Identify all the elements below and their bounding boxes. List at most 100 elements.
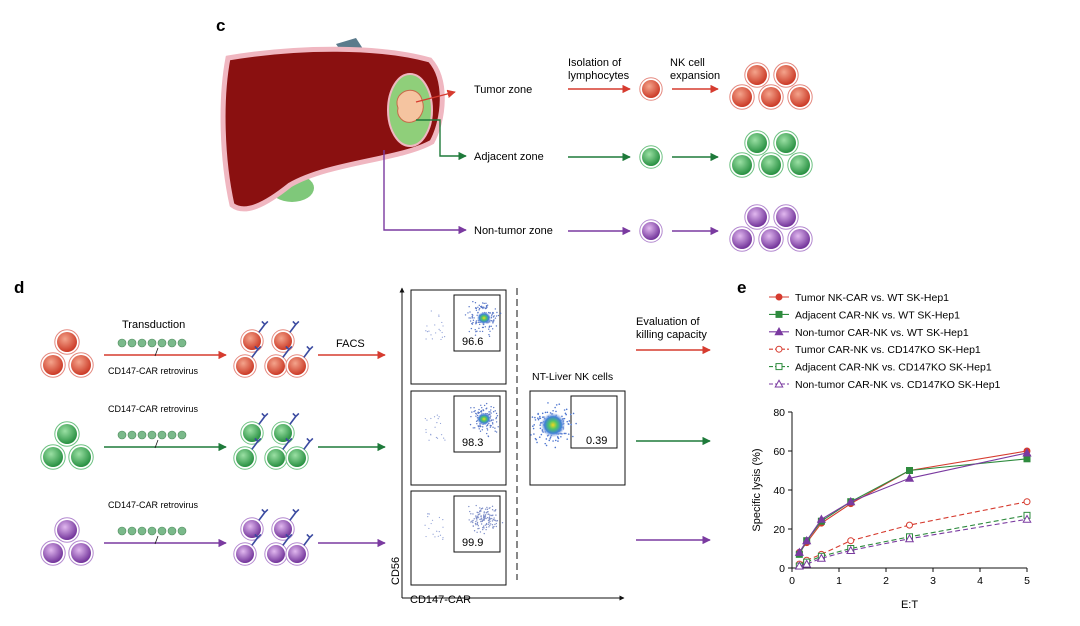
facs-event: [428, 439, 430, 441]
facs-event: [444, 335, 446, 338]
car-receptor: [289, 323, 297, 333]
facs-plot: 98.3: [410, 390, 507, 486]
car-receptor: [288, 437, 293, 442]
cell-clusters-d: [40, 320, 314, 566]
facs-value: 99.9: [462, 537, 483, 549]
facs-event: [425, 338, 427, 340]
facs-event: [477, 306, 479, 308]
facs-event: [478, 428, 480, 430]
facs-event: [427, 516, 429, 518]
cell-body: [243, 424, 261, 442]
facs-event: [474, 427, 476, 429]
facs-event: [489, 330, 491, 332]
facs-event: [536, 441, 538, 444]
facs-event: [471, 520, 473, 522]
data-point: [794, 561, 804, 570]
facs-event: [433, 416, 436, 418]
facs-event: [480, 411, 483, 413]
facs-event: [496, 520, 499, 522]
nt-density-core: [541, 413, 565, 437]
facs-event: [472, 321, 474, 324]
facs-event: [442, 325, 444, 327]
cell-body: [761, 87, 781, 107]
cell-body: [57, 332, 77, 352]
facs-event: [468, 317, 470, 319]
facs-event: [567, 423, 570, 425]
cell-body: [761, 229, 781, 249]
facs-event: [475, 309, 478, 311]
legend-label: Non-tumor CAR-NK vs. WT SK-Hep1: [795, 327, 969, 339]
facs-event: [483, 532, 485, 535]
facs-event: [438, 516, 441, 519]
facs-event: [486, 516, 489, 519]
facs-event: [468, 330, 470, 333]
cell-body: [642, 80, 660, 98]
cell-body: [274, 424, 292, 442]
facs-event: [492, 514, 494, 516]
facs-event: [546, 411, 549, 414]
car-receptor: [257, 437, 262, 442]
facs-event: [436, 422, 438, 424]
facs-event: [486, 506, 488, 509]
x-axis-label: E:T: [901, 599, 918, 611]
facs-event: [477, 425, 479, 427]
facs-event: [471, 317, 474, 319]
facs-event: [487, 511, 489, 513]
car-receptor: [258, 323, 266, 333]
facs-event: [539, 427, 542, 430]
facs-event: [541, 412, 544, 415]
expanded-cell: [787, 84, 813, 110]
facs-event: [495, 421, 498, 423]
facs-event: [425, 431, 427, 433]
x-tick-label: 5: [1024, 575, 1030, 587]
cell-body: [267, 449, 285, 467]
facs-event: [489, 523, 492, 525]
facs-event: [471, 323, 474, 325]
facs-event: [486, 306, 488, 308]
cell-body: [732, 87, 752, 107]
expanded-cell: [758, 152, 784, 178]
nt-plot-frame: [529, 390, 626, 486]
zone-label-adjacent: Adjacent zone: [474, 151, 544, 163]
nt-liver-label: NT-Liver NK cells: [532, 371, 613, 383]
facs-event: [537, 418, 540, 421]
facs-event: [436, 414, 438, 416]
legend-entry: Non-tumor CAR-NK vs. CD147KO SK-Hep1: [769, 379, 1001, 391]
facs-event: [476, 531, 478, 534]
liver: [220, 46, 445, 212]
facs-event: [430, 417, 432, 420]
facs-event: [539, 417, 542, 420]
facs-event: [570, 423, 572, 426]
facs-event: [537, 413, 539, 416]
facs-event: [477, 525, 479, 527]
facs-event: [472, 519, 474, 522]
facs-event: [476, 519, 478, 521]
legend-label: Tumor NK-CAR vs. WT SK-Hep1: [795, 292, 949, 304]
facs-event: [480, 523, 483, 525]
car-receptor: [303, 536, 311, 546]
facs-event: [495, 315, 498, 317]
facs-event: [491, 509, 494, 511]
car-nk-cell: [264, 437, 293, 470]
facs-event: [495, 522, 498, 525]
retrovirus-particle: [157, 526, 167, 536]
facs-event: [482, 306, 485, 308]
facs-event: [474, 515, 477, 517]
facs-event: [482, 528, 484, 531]
cell-body: [776, 65, 796, 85]
car-receptor: [251, 536, 259, 546]
facs-event: [482, 516, 485, 518]
data-point: [906, 467, 913, 474]
facs-event: [557, 440, 559, 442]
x-tick-label: 3: [930, 575, 936, 587]
facs-event: [534, 419, 537, 421]
facs-event: [496, 311, 498, 314]
facs-event: [483, 404, 486, 407]
cell-body: [236, 545, 254, 563]
expanded-cell: [773, 62, 799, 88]
legend-label: Adjacent CAR-NK vs. CD147KO SK-Hep1: [795, 362, 992, 374]
